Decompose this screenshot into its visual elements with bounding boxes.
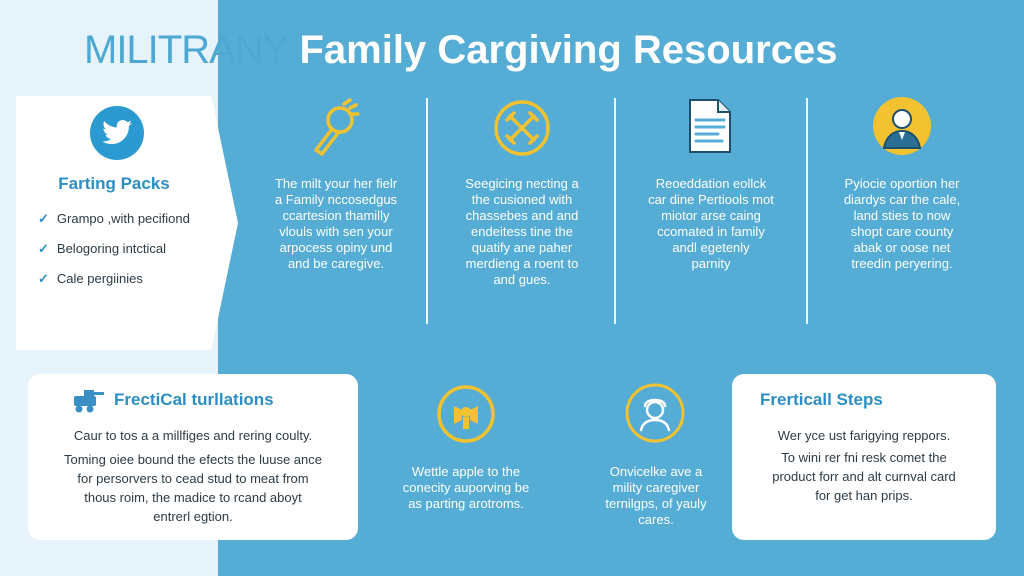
check-icon: ✓ — [38, 241, 49, 256]
middle-text: Onvicelke ave a mility caregiver ternilg… — [605, 464, 707, 527]
twitter-bird-icon[interactable] — [90, 106, 144, 160]
checklist-item: ✓ Cale pergiinies — [38, 270, 190, 300]
practical-steps-card — [732, 374, 996, 540]
card-title: Frerticall Steps — [760, 390, 883, 409]
card-text: Wer yce ust farigying reppors. — [777, 428, 951, 443]
callout-title: Farting Packs — [58, 174, 170, 193]
card-title: FrectiCal turllations — [114, 390, 274, 409]
column-text: Reoeddation eollck car dine Pertiools mo… — [648, 176, 774, 271]
award-badge-icon — [436, 384, 496, 449]
document-icon — [684, 96, 736, 161]
crossed-tools-icon — [492, 98, 552, 163]
middle-text: Wettle apple to the conecity auporving b… — [402, 464, 530, 511]
page-title: MILITRANY Family Cargiving Resources — [84, 26, 984, 74]
check-icon: ✓ — [38, 271, 49, 286]
column-divider — [426, 98, 428, 324]
checklist-label: Grampo ,with pecifiond — [56, 211, 190, 226]
checklist-item: ✓ Grampo ,with pecifiond — [38, 210, 190, 240]
column-text: Seegicing necting a the cusioned with ch… — [465, 176, 579, 287]
checklist-label: Cale pergiinies — [56, 271, 143, 286]
check-icon: ✓ — [38, 211, 49, 226]
card-text: Toming oiee bound the efects the luuse a… — [63, 452, 322, 524]
checklist-item: ✓ Belogoring intctical — [38, 240, 190, 270]
card-text: Caur to tos a a millfiges and rering cou… — [73, 428, 313, 443]
title-main: Family Cargiving Resources — [299, 28, 838, 72]
column-divider — [614, 98, 616, 324]
card-text: To wini rer fni resk comet the product f… — [772, 450, 956, 503]
military-vehicle-icon — [70, 386, 106, 419]
column-text: The milt your her fielr a Family nccosed… — [274, 176, 398, 271]
column-text: Pyiocie oportion her diardys car the cal… — [843, 176, 961, 271]
title-military: MILITRANY — [84, 28, 289, 72]
flashlight-icon — [306, 98, 362, 163]
callout-checklist: ✓ Grampo ,with pecifiond ✓ Belogoring intc… — [38, 210, 190, 300]
checklist-label: Belogoring intctical — [56, 241, 167, 256]
column-divider — [806, 98, 808, 324]
person-avatar-icon — [872, 96, 932, 161]
soldier-avatar-icon — [624, 382, 686, 449]
